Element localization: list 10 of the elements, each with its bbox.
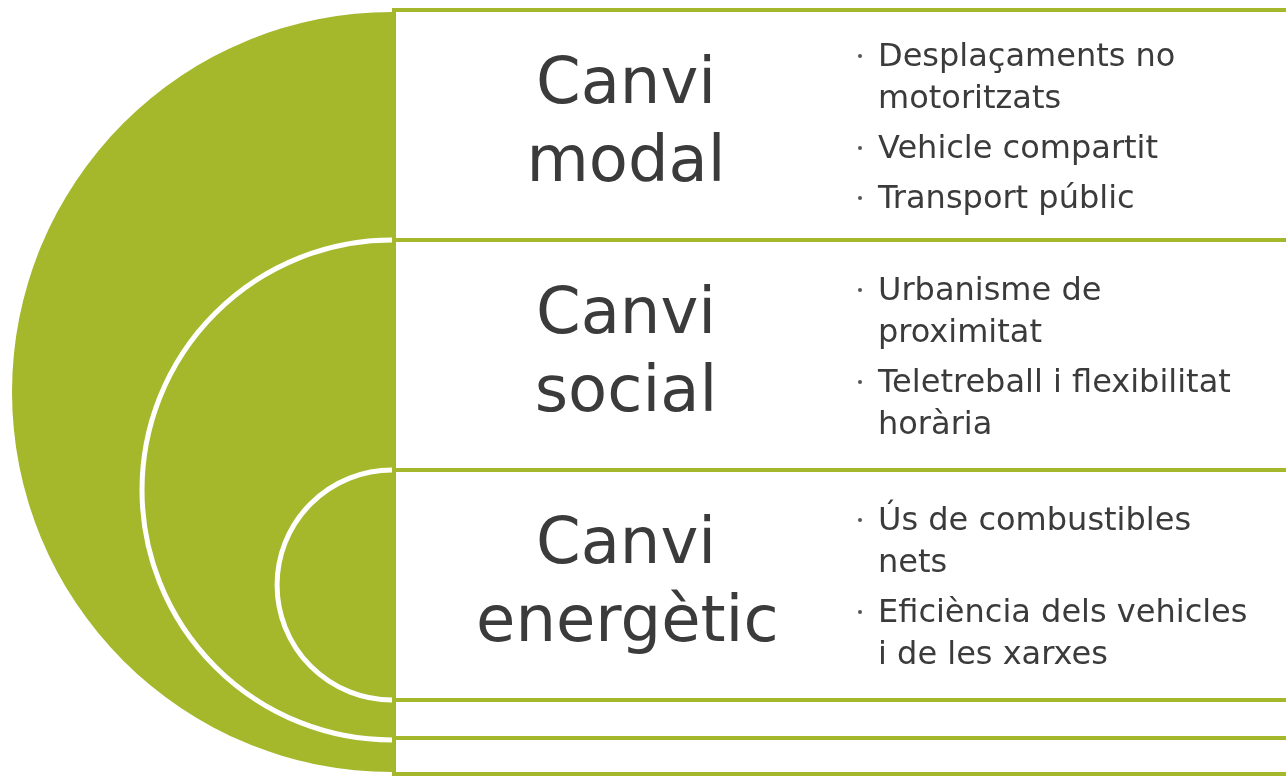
bullet-item: Desplaçaments no motoritzats [856,34,1248,118]
bullet-item: Transport públic [856,176,1248,218]
bullet-item: Vehicle compartit [856,126,1248,168]
band-heading: Canvi social [533,273,719,428]
bullet-item: Urbanisme de proximitat [856,268,1248,352]
bullet-item: Ús de combustibles nets [856,498,1248,582]
band-heading: Canvi modal [525,43,727,198]
bullet-item: Teletreball i flexibilitat horària [856,360,1248,444]
bullet-item: Eficiència dels vehicles i de les xarxes [856,590,1248,674]
band-heading: Canvi energètic [476,503,776,658]
